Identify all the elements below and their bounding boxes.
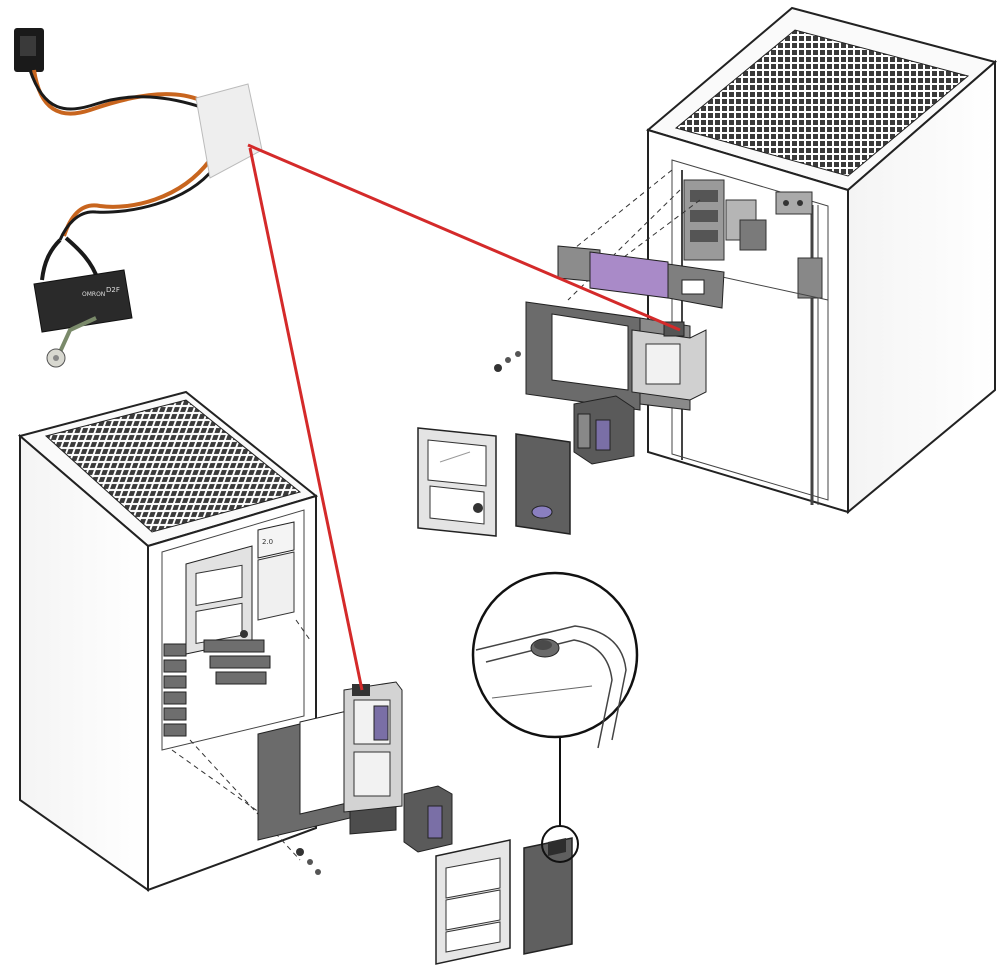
front-door-left xyxy=(435,839,511,965)
mounting-frame-right xyxy=(494,301,707,411)
micro-switch-with-cable-icon: OMRON D2F xyxy=(14,28,263,368)
switch-brand-text: OMRON xyxy=(82,291,105,298)
detail-callout xyxy=(471,571,639,863)
front-door-right xyxy=(417,427,497,537)
callout-lines xyxy=(247,143,681,691)
side-bracket-left xyxy=(403,785,453,853)
side-bracket-right xyxy=(573,395,635,465)
cover-plate-right xyxy=(515,433,571,535)
magnifier-detail-icon xyxy=(475,625,627,749)
cabinet-right xyxy=(559,6,998,515)
top-bracket-right xyxy=(557,245,725,309)
cover-plate-left xyxy=(523,837,573,955)
mounting-frame-left xyxy=(257,681,403,875)
panel-display-text: 2.0 xyxy=(262,538,273,546)
switch-model-text: D2F xyxy=(106,286,120,294)
